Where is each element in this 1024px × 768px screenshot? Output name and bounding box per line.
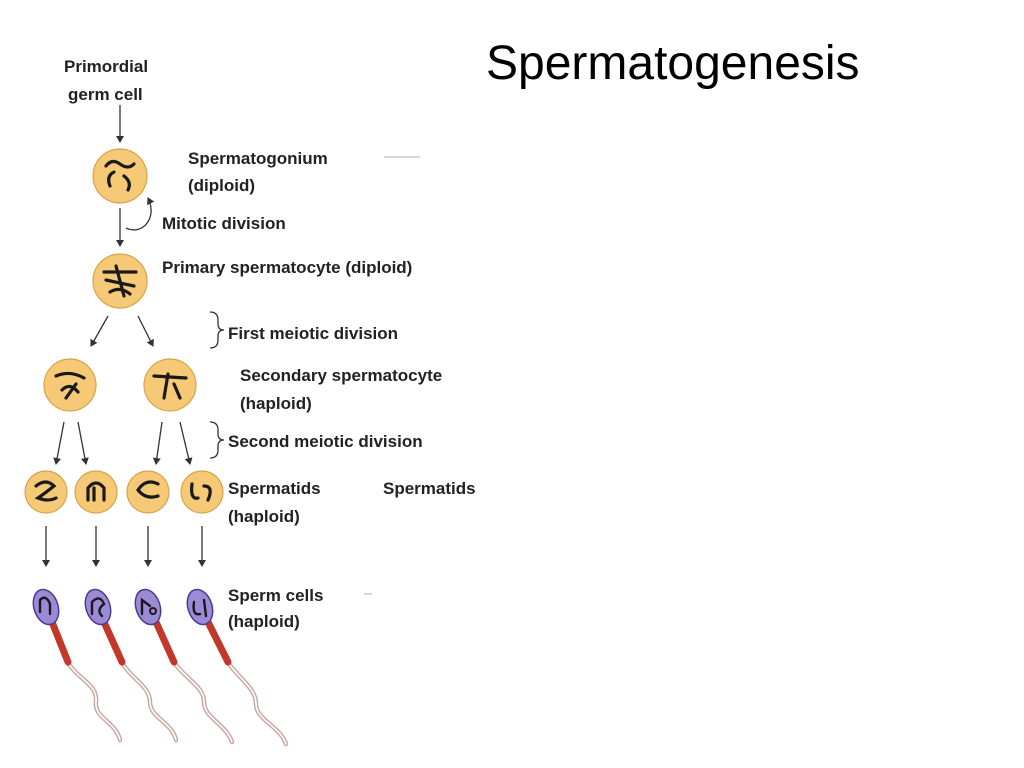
secondary-spermatocyte-cell-right [143, 358, 197, 412]
brace-first-meiotic [209, 311, 225, 349]
label-primordial-line1: Primordial [64, 57, 148, 76]
label-secondary-ploidy: (haploid) [240, 394, 312, 413]
spermatid-cell-2 [74, 470, 118, 514]
label-second-meiotic-division: Second meiotic division [228, 432, 423, 451]
spermatid-cell-1 [24, 470, 68, 514]
label-spermatids-extra: Spermatids [383, 479, 476, 498]
label-spermatids-ploidy: (haploid) [228, 507, 300, 526]
mitotic-loop-arrow [125, 197, 155, 231]
label-first-meiotic-division: First meiotic division [228, 324, 398, 343]
sperm-cell-2 [84, 588, 179, 743]
label-spermatogonium: Spermatogonium [188, 149, 328, 168]
label-sperm-ploidy: (haploid) [228, 612, 300, 631]
slide-title: Spermatogenesis [486, 37, 860, 90]
primary-spermatocyte-cell [92, 253, 148, 309]
sperm-cell-4 [186, 588, 289, 747]
spermatid-cell-3 [126, 470, 170, 514]
arrow-meiosis2-3 [152, 421, 163, 465]
arrow-meiosis2-2 [77, 421, 89, 465]
label-sperm-cells: Sperm cells [228, 586, 323, 605]
label-primary-spermatocyte: Primary spermatocyte (diploid) [162, 258, 412, 277]
label-mitotic-division: Mitotic division [162, 214, 286, 233]
arrow-meiosis1-left [90, 315, 109, 347]
sperm-cell-3 [134, 588, 235, 745]
brace-second-meiotic [209, 421, 225, 459]
secondary-spermatocyte-cell-left [43, 358, 97, 412]
label-spermatids: Spermatids [228, 479, 321, 498]
label-secondary-spermatocyte: Secondary spermatocyte [240, 366, 442, 385]
spermatid-cell-4 [180, 470, 224, 514]
label-primordial-line2: germ cell [68, 85, 143, 104]
label-spermatogonium-ploidy: (diploid) [188, 176, 255, 195]
arrow-meiosis1-right [137, 315, 154, 347]
sperm-cell-1 [32, 588, 123, 743]
arrow-meiosis2-1 [53, 421, 65, 465]
arrow-meiosis2-4 [179, 421, 193, 465]
spermatogonium-cell [92, 148, 148, 204]
